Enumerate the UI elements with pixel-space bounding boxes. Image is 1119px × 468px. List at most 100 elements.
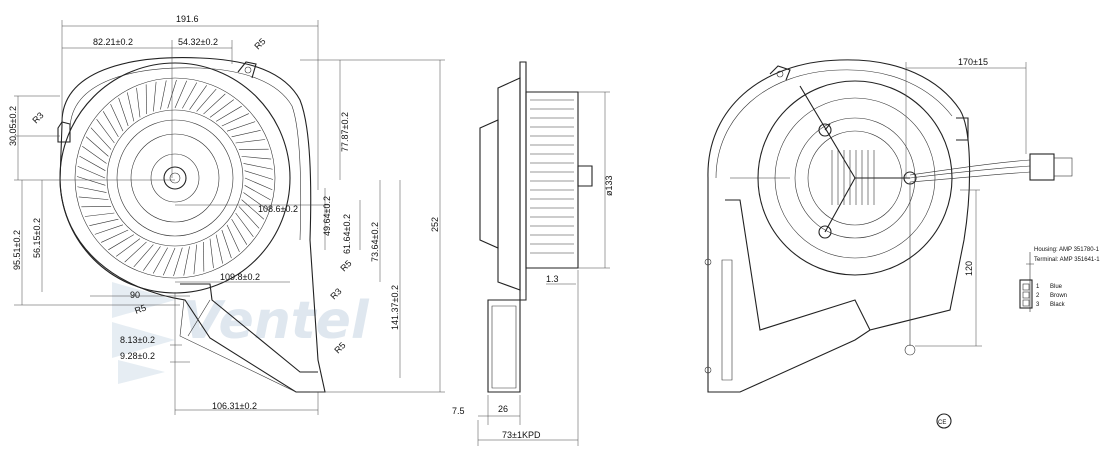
- impeller-blade: [231, 218, 248, 245]
- impeller-blade: [77, 165, 106, 179]
- back-screw-2: [818, 225, 832, 239]
- side-flange: [519, 61, 527, 301]
- side-outlet-inner: [491, 305, 517, 389]
- dim-mid-lines: [174, 188, 330, 415]
- side-view: ø133 1.3 7.5 26 73±1KPD: [452, 61, 614, 446]
- impeller-blade: [244, 185, 271, 201]
- impeller-blade: [94, 224, 124, 235]
- back-view: 170±15 120 Housing: AMP 351780-1 Termina…: [704, 57, 1100, 429]
- impeller-blade: [243, 192, 268, 210]
- connector-pin-1: [1022, 283, 1030, 291]
- dim-9: 9.28±0.2: [120, 351, 155, 361]
- dim-108-6: 108.6±0.2: [258, 204, 298, 214]
- dim-diameter: ø133: [604, 175, 614, 196]
- connector-pin-2: [1022, 291, 1030, 299]
- dim-49: 49.64±0.2: [322, 196, 332, 236]
- outlet-duct-lower: [179, 299, 297, 393]
- dim-90: 90: [130, 290, 140, 300]
- impeller-blade: [143, 246, 161, 271]
- impeller-blade: [118, 97, 129, 127]
- connector-pin-3: [1022, 299, 1030, 307]
- dim-1-3: 1.3: [546, 274, 559, 284]
- impeller-ring-5: [150, 153, 200, 203]
- impeller-blade: [221, 229, 232, 259]
- wire-2-label: Brown: [1050, 293, 1067, 299]
- dim-small-lines: [90, 295, 190, 363]
- outlet-duct: [180, 283, 318, 373]
- cert-mark-icon: [936, 413, 952, 429]
- back-hole-2: [704, 366, 712, 374]
- side-motor-cap: [479, 119, 499, 249]
- side-housing: [497, 77, 521, 291]
- back-screw-1: [818, 123, 832, 137]
- impeller-blade: [215, 234, 223, 264]
- impeller-blade: [226, 121, 256, 132]
- housing-outline: [59, 57, 326, 393]
- mounting-tab: [237, 61, 257, 79]
- cert-mark: CE: [938, 420, 946, 426]
- ground-lug: [904, 344, 916, 356]
- back-housing-inner: [715, 69, 953, 179]
- dim-30: 30.05±0.2: [8, 106, 18, 146]
- back-mount-tab: [769, 65, 791, 81]
- wire-1-pin: 1: [1036, 284, 1040, 290]
- back-motor-ring: [794, 117, 916, 239]
- impeller-ring-3: [116, 119, 234, 237]
- side-outlet: [487, 299, 521, 393]
- dim-77: 77.87±0.2: [340, 112, 350, 152]
- back-housing-outline: [707, 59, 971, 393]
- impeller-blade: [231, 130, 261, 138]
- motor-label: [831, 150, 875, 205]
- back-right-tab: [956, 117, 969, 141]
- front-view: 191.6 82.21±0.2 54.32±0.2 R5 R3 30.05±0.…: [8, 14, 445, 415]
- impeller-blade-ring: [74, 77, 276, 279]
- left-tab: [57, 121, 71, 143]
- impeller-blade: [90, 127, 112, 150]
- radius-r3a: R3: [30, 110, 45, 125]
- impeller-blade: [243, 163, 273, 170]
- connector-housing-label: Housing: AMP 351780-1: [1034, 247, 1100, 253]
- side-shaft-boss: [577, 165, 593, 187]
- wire-3-pin: 3: [1036, 302, 1040, 308]
- dim-95: 95.51±0.2: [12, 230, 22, 270]
- back-cable: [909, 159, 1031, 183]
- impeller-blade: [173, 247, 183, 277]
- mounting-hole: [244, 66, 252, 74]
- impeller-blade: [116, 238, 141, 257]
- shaft: [169, 172, 181, 184]
- impeller-blade: [136, 87, 141, 118]
- dim-73: 73.64±0.2: [370, 222, 380, 262]
- impeller-blade: [133, 244, 154, 268]
- dim-56: 56.15±0.2: [32, 218, 42, 258]
- back-duct-outline: [725, 199, 871, 331]
- back-outlet-flange: [721, 259, 733, 381]
- impeller-blade: [241, 199, 265, 220]
- dim-109: 109.8±0.2: [220, 272, 260, 282]
- dim-left-lines: [14, 95, 180, 306]
- side-dim-lines: [477, 91, 610, 446]
- impeller-blade: [221, 113, 249, 127]
- impeller-blade: [89, 218, 119, 226]
- impeller-blade: [235, 139, 266, 144]
- wire-2-pin: 2: [1036, 293, 1040, 299]
- dim-141: 141.37±0.2: [390, 285, 400, 330]
- impeller-blade: [162, 247, 176, 276]
- impeller-blade: [110, 104, 124, 132]
- impeller-blade: [182, 82, 198, 109]
- impeller-blade: [235, 212, 254, 237]
- dim-overall-width: 191.6: [176, 14, 199, 24]
- dim-right-lines: [300, 59, 445, 393]
- dim-106: 106.31±0.2: [212, 401, 257, 411]
- back-dim-lines: [905, 62, 1027, 347]
- dim-overall-width-lines: [61, 20, 319, 190]
- side-impeller: [525, 91, 579, 269]
- impeller-ring-4: [130, 133, 220, 223]
- back-cable-connector: [1029, 153, 1055, 181]
- impeller-blade: [79, 155, 106, 171]
- impeller-blade: [77, 186, 107, 193]
- impeller-blade: [209, 238, 214, 269]
- impeller-ring-2: [106, 109, 244, 247]
- connector-terminal-label: Terminal: AMP 351641-1: [1034, 257, 1100, 263]
- impeller-blade: [153, 81, 157, 112]
